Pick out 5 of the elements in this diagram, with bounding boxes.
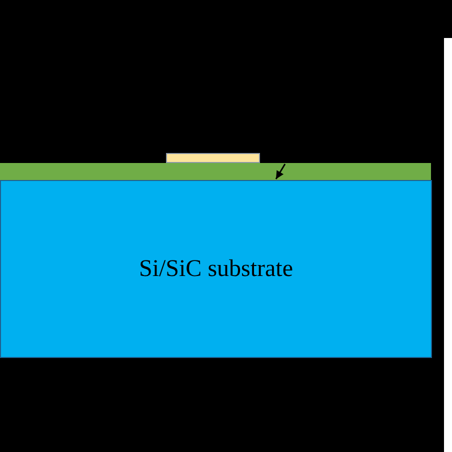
layer-label: Si/SiC substrate	[138, 256, 294, 282]
arrow	[275, 164, 286, 180]
thin-film-layer	[0, 163, 431, 180]
substrate-layer	[0, 180, 432, 358]
contact-pad	[166, 153, 260, 163]
